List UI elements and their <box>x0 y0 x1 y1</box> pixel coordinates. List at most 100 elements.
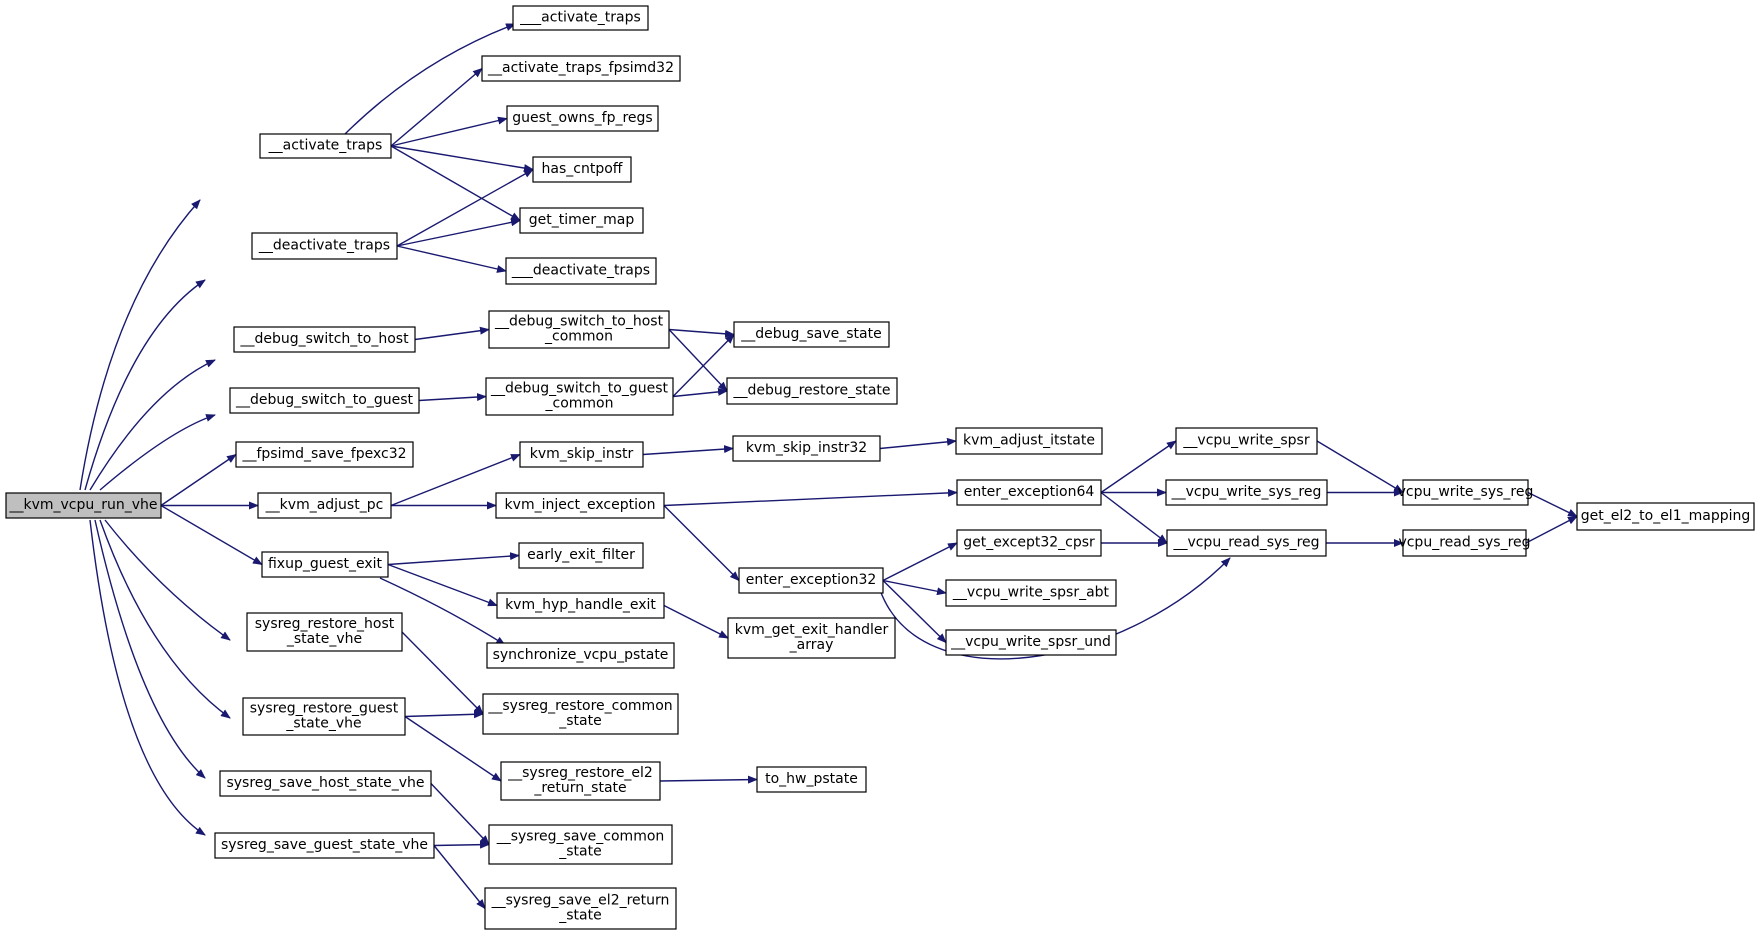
node-box[interactable] <box>482 693 679 735</box>
node-kvm-skip-instr[interactable]: kvm_skip_instr <box>519 441 644 468</box>
node-early-exit-filter[interactable]: early_exit_filter <box>518 542 644 569</box>
node-box[interactable] <box>261 551 389 578</box>
node-vcpu-read-sys-reg-[interactable]: __vcpu_read_sys_reg <box>1166 529 1327 557</box>
node-box[interactable] <box>259 133 392 159</box>
node-box[interactable] <box>1402 479 1529 506</box>
node-fpsimd-save-fpexc32[interactable]: __fpsimd_save_fpexc32 <box>235 441 414 468</box>
node-root[interactable]: __kvm_vcpu_run_vhe <box>5 492 162 519</box>
node-box[interactable] <box>233 326 416 353</box>
edge-fixup_guest_exit-to-early_exit_filter <box>387 552 520 566</box>
node-sysreg-save-el2-return-state[interactable]: __sysreg_save_el2_return_state <box>484 887 677 930</box>
node-box[interactable] <box>246 612 403 652</box>
node-kvm-inject-exception[interactable]: kvm_inject_exception <box>495 492 665 519</box>
node-box[interactable] <box>219 770 432 797</box>
node-activate-traps3[interactable]: ___activate_traps <box>512 5 649 31</box>
node-box[interactable] <box>519 207 644 234</box>
node-box[interactable] <box>5 492 162 519</box>
node-box[interactable] <box>512 5 649 31</box>
node-box[interactable] <box>945 629 1117 656</box>
node-sysreg-restore-host-state-vhe[interactable]: sysreg_restore_host_state_vhe <box>246 612 403 652</box>
node-kvm-adjust-itstate[interactable]: kvm_adjust_itstate <box>955 427 1103 455</box>
node-box[interactable] <box>235 441 414 468</box>
node-box[interactable] <box>506 105 659 132</box>
node-sysreg-save-common-state[interactable]: __sysreg_save_common_state <box>488 824 673 865</box>
node-debug-restore-state[interactable]: __debug_restore_state <box>726 377 898 405</box>
node-box[interactable] <box>214 832 435 859</box>
node-box[interactable] <box>956 529 1102 557</box>
node-label: _state_vhe <box>286 631 362 647</box>
node-box[interactable] <box>488 310 670 349</box>
node-debug-switch-to-host[interactable]: __debug_switch_to_host <box>233 326 416 353</box>
node-box[interactable] <box>500 761 661 801</box>
node-vcpu-write-spsr-und[interactable]: __vcpu_write_spsr_und <box>945 629 1117 656</box>
node-box[interactable] <box>488 824 673 865</box>
node-get-el2-to-el1-mapping[interactable]: get_el2_to_el1_mapping <box>1576 502 1755 531</box>
node-box[interactable] <box>732 435 881 462</box>
node-box[interactable] <box>955 427 1103 455</box>
node-box[interactable] <box>733 321 890 348</box>
node-sysreg-restore-el2-return-state[interactable]: __sysreg_restore_el2_return_state <box>500 761 661 801</box>
node-box[interactable] <box>532 156 632 183</box>
node-guest-owns-fp-regs[interactable]: guest_owns_fp_regs <box>506 105 659 132</box>
node-box[interactable] <box>945 579 1117 607</box>
node-box[interactable] <box>518 542 644 569</box>
node-enter-exception64[interactable]: enter_exception64 <box>956 479 1102 506</box>
node-box[interactable] <box>481 55 681 82</box>
node-label: __vcpu_write_spsr_abt <box>952 585 1110 601</box>
node-box[interactable] <box>486 642 675 669</box>
node-box[interactable] <box>229 387 420 414</box>
node-fixup-guest-exit[interactable]: fixup_guest_exit <box>261 551 389 578</box>
node-box[interactable] <box>727 617 896 659</box>
node-sysreg-restore-common-state[interactable]: __sysreg_restore_common_state <box>482 693 679 735</box>
node-debug-switch-to-guest[interactable]: __debug_switch_to_guest <box>229 387 420 414</box>
node-activate-traps[interactable]: __activate_traps <box>259 133 392 159</box>
node-sysreg-save-host-state-vhe[interactable]: sysreg_save_host_state_vhe <box>219 770 432 797</box>
node-vcpu-read-sys-reg[interactable]: vcpu_read_sys_reg <box>1398 529 1531 557</box>
node-debug-save-state[interactable]: __debug_save_state <box>733 321 890 348</box>
node-box[interactable] <box>485 377 674 416</box>
node-box[interactable] <box>505 257 657 285</box>
node-vcpu-write-spsr[interactable]: __vcpu_write_spsr <box>1175 427 1318 455</box>
node-debug-switch-to-guest-common[interactable]: __debug_switch_to_guest_common <box>485 377 674 416</box>
node-box[interactable] <box>496 592 665 619</box>
node-box[interactable] <box>1166 529 1327 557</box>
node-vcpu-write-sys-reg[interactable]: vcpu_write_sys_reg <box>1398 479 1534 506</box>
node-box[interactable] <box>251 232 398 260</box>
node-label: __vcpu_write_sys_reg <box>1171 484 1322 500</box>
node-box[interactable] <box>956 479 1102 506</box>
edge-sysreg_restore_el2_return_state-to-to_hw_pstate <box>659 775 758 784</box>
node-box[interactable] <box>738 567 884 594</box>
node-kvm-adjust-pc[interactable]: __kvm_adjust_pc <box>257 492 392 519</box>
node-kvm-skip-instr32[interactable]: kvm_skip_instr32 <box>732 435 881 462</box>
node-debug-switch-to-host-common[interactable]: __debug_switch_to_host_common <box>488 310 670 349</box>
node-kvm-get-exit-handler-array[interactable]: kvm_get_exit_handler_array <box>727 617 896 659</box>
node-activate-traps-fpsimd32[interactable]: __activate_traps_fpsimd32 <box>481 55 681 82</box>
node-box[interactable] <box>1165 479 1328 506</box>
node-get-except32-cpsr[interactable]: get_except32_cpsr <box>956 529 1102 557</box>
node-box[interactable] <box>495 492 665 519</box>
node-box[interactable] <box>519 441 644 468</box>
node-sysreg-save-guest-state-vhe[interactable]: sysreg_save_guest_state_vhe <box>214 832 435 859</box>
node-enter-exception32[interactable]: enter_exception32 <box>738 567 884 594</box>
node-vcpu-write-sys-reg-[interactable]: __vcpu_write_sys_reg <box>1165 479 1328 506</box>
node-get-timer-map[interactable]: get_timer_map <box>519 207 644 234</box>
node-deactivate-traps[interactable]: __deactivate_traps <box>251 232 398 260</box>
edge-debug_switch_to_guest_common-to-debug_restore_state <box>672 387 728 398</box>
node-box[interactable] <box>484 887 677 930</box>
node-label: enter_exception64 <box>964 484 1095 500</box>
node-has-cntpoff[interactable]: has_cntpoff <box>532 156 632 183</box>
node-box[interactable] <box>242 697 406 736</box>
node-box[interactable] <box>1175 427 1318 455</box>
node-box[interactable] <box>1576 502 1755 531</box>
node-vcpu-write-spsr-abt[interactable]: __vcpu_write_spsr_abt <box>945 579 1117 607</box>
node-synchronize-vcpu-pstate[interactable]: synchronize_vcpu_pstate <box>486 642 675 669</box>
node-to-hw-pstate[interactable]: to_hw_pstate <box>756 766 867 793</box>
node-kvm-hyp-handle-exit[interactable]: kvm_hyp_handle_exit <box>496 592 665 619</box>
node-box[interactable] <box>756 766 867 793</box>
node-box[interactable] <box>726 377 898 405</box>
node-box[interactable] <box>1402 529 1527 557</box>
node-sysreg-restore-guest-state-vhe[interactable]: sysreg_restore_guest_state_vhe <box>242 697 406 736</box>
edge-vcpu_read_sys_reg-to-get_el2_to_el1_mapping <box>1525 515 1578 544</box>
node-box[interactable] <box>257 492 392 519</box>
node-deactivate-traps3[interactable]: ___deactivate_traps <box>505 257 657 285</box>
